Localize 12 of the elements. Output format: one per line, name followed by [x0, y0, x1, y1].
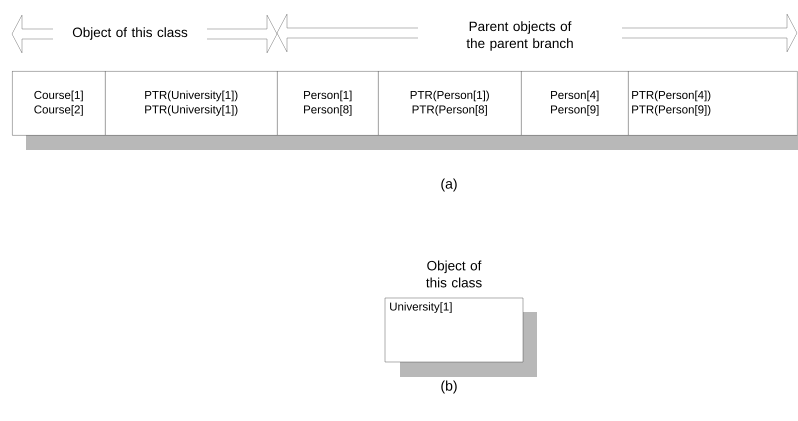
- panel-label: (a): [441, 178, 457, 192]
- table-cell: PTR(Person[4]) PTR(Person[9]): [628, 71, 798, 136]
- box-heading: Object of this class: [426, 260, 482, 288]
- span-label: Object of this class: [53, 25, 207, 42]
- span-label: Parent objects of the parent branch: [418, 19, 622, 53]
- table-cell: Person[1] Person[8]: [277, 71, 378, 136]
- panel-label: (b): [441, 380, 457, 394]
- object-box: University[1]: [384, 298, 524, 362]
- table-cell: PTR(University[1]) PTR(University[1]): [105, 71, 278, 136]
- table-cell: Person[4] Person[9]: [521, 71, 628, 136]
- table-cell: PTR(Person[1]) PTR(Person[8]: [378, 71, 522, 136]
- table-cell: Course[1] Course[2]: [12, 71, 106, 136]
